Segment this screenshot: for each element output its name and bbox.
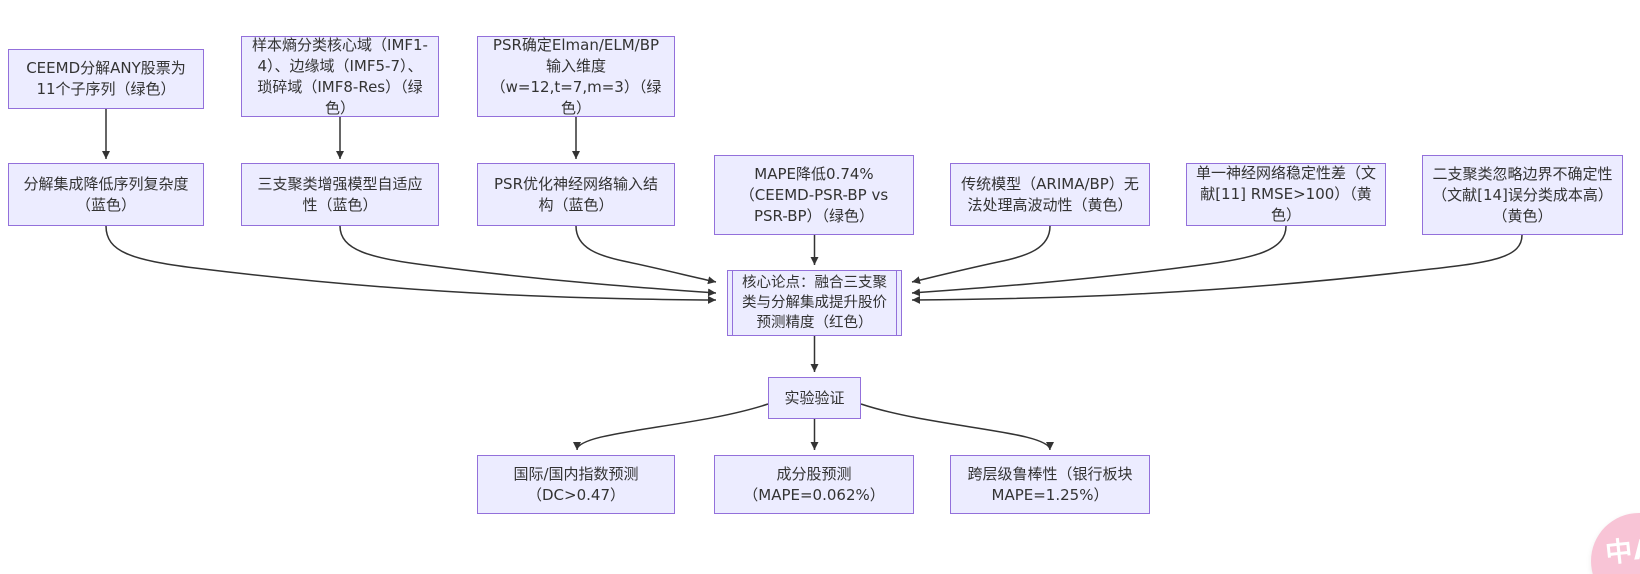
edge-clustering-to-core bbox=[339, 225, 717, 297]
node-experiment: 实验验证 bbox=[768, 377, 861, 419]
node-method-ceemd: CEEMD分解ANY股票为11个子序列（绿色） bbox=[8, 49, 204, 109]
node-support-psr: PSR优化神经网络输入结构（蓝色） bbox=[477, 163, 675, 226]
edge-decomposition-to-core bbox=[105, 225, 717, 304]
node-result-index: 国际/国内指数预测（DC>0.47） bbox=[477, 455, 675, 514]
translate-icon: 中A bbox=[1603, 533, 1640, 570]
node-method-psr: PSR确定Elman/ELM/BP输入维度（w=12,t=7,m=3）（绿色） bbox=[477, 36, 675, 117]
node-method-entropy: 样本熵分类核心域（IMF1-4）、边缘域（IMF5-7）、琐碎域（IMF8-Re… bbox=[241, 36, 439, 117]
edge-psrsupport-to-core bbox=[575, 225, 717, 285]
edge-experiment-to-index bbox=[573, 403, 769, 451]
translate-button[interactable]: 中A bbox=[1591, 513, 1640, 574]
edge-singlenn-to-core bbox=[911, 225, 1287, 297]
node-support-clustering: 三支聚类增强模型自适应性（蓝色） bbox=[241, 163, 439, 226]
edge-traditional-to-core bbox=[911, 225, 1051, 285]
node-support-decomposition: 分解集成降低序列复杂度（蓝色） bbox=[8, 163, 204, 226]
node-result-stock: 成分股预测（MAPE=0.062%） bbox=[714, 455, 914, 514]
edge-experiment-to-robust bbox=[860, 403, 1054, 451]
node-core-thesis: 核心论点：融合三支聚类与分解集成提升股价预测精度（红色） bbox=[727, 270, 902, 336]
node-gap-single-nn: 单一神经网络稳定性差（文献[11] RMSE>100）（黄色） bbox=[1186, 163, 1386, 226]
node-gap-two-way: 二支聚类忽略边界不确定性（文献[14]误分类成本高）（黄色） bbox=[1422, 155, 1623, 235]
node-gap-traditional: 传统模型（ARIMA/BP）无法处理高波动性（黄色） bbox=[950, 163, 1150, 226]
edge-twoway-to-core bbox=[911, 234, 1523, 304]
node-result-robust: 跨层级鲁棒性（银行板块MAPE=1.25%） bbox=[950, 455, 1150, 514]
node-evidence-mape: MAPE降低0.74%（CEEMD-PSR-BP vs PSR-BP）（绿色） bbox=[714, 155, 914, 235]
